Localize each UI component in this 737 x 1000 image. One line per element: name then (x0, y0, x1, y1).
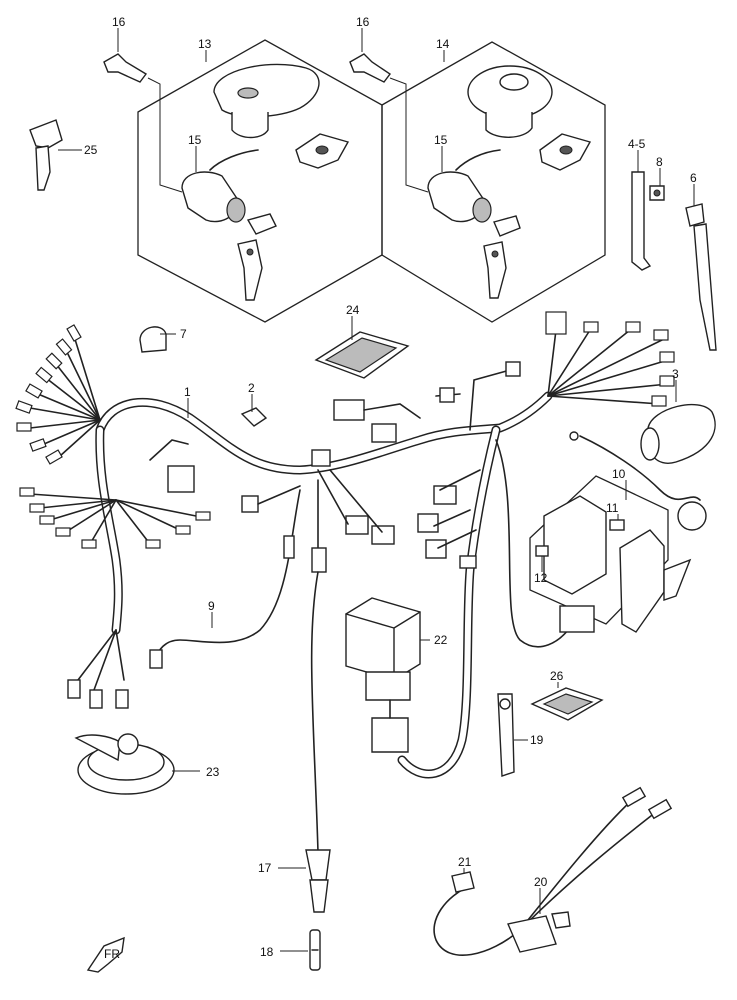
screw-16-right (349, 53, 392, 83)
callout-26: 26 (550, 669, 564, 683)
callout-15-left: 15 (188, 133, 202, 147)
bolt-8 (649, 185, 665, 201)
callout-4-5: 4-5 (628, 137, 646, 151)
bracket-4-5 (631, 171, 652, 271)
callout-labels: 16 16 13 14 15 15 25 4-5 8 6 7 24 1 2 3 … (84, 15, 697, 959)
callout-6: 6 (690, 171, 697, 185)
ignition-switch-kit-13 (137, 39, 383, 323)
ignition-coil-3 (640, 403, 716, 464)
screw-21 (451, 871, 475, 893)
callout-3: 3 (672, 367, 679, 381)
callout-8: 8 (656, 155, 663, 169)
key-blank-25 (29, 119, 63, 191)
cable-tie-6 (685, 203, 717, 351)
switch-lead-20 (433, 786, 673, 956)
screw-16-left (103, 53, 148, 83)
washer-12 (535, 545, 549, 557)
front-direction-arrow: FR (86, 936, 125, 973)
ignition-switch-kit-14 (381, 41, 606, 323)
callout-24: 24 (346, 303, 360, 317)
callout-16-left: 16 (112, 15, 126, 29)
callout-2: 2 (248, 381, 255, 395)
clip-2 (240, 407, 268, 427)
callout-25: 25 (84, 143, 98, 157)
main-wiring-harness-1 (15, 311, 701, 779)
callout-16-right: 16 (356, 15, 370, 29)
callout-19: 19 (530, 733, 544, 747)
callout-17: 17 (258, 861, 272, 875)
callout-leaders (58, 28, 695, 952)
clamp-19 (497, 693, 515, 777)
callout-21: 21 (458, 855, 472, 869)
callout-22: 22 (434, 633, 448, 647)
callout-18: 18 (260, 945, 274, 959)
regulator-10 (529, 475, 707, 633)
callout-7: 7 (180, 327, 187, 341)
callout-20: 20 (534, 875, 548, 889)
screw-11 (609, 519, 625, 531)
callout-23: 23 (206, 765, 220, 779)
callout-9: 9 (208, 599, 215, 613)
fr-arrow-label: FR (104, 947, 120, 961)
callout-10: 10 (612, 467, 626, 481)
sensor-lead-9 (149, 489, 301, 669)
callout-11: 11 (606, 501, 619, 515)
callout-12: 12 (534, 571, 548, 585)
tape-26 (530, 687, 604, 721)
clamp-7 (139, 326, 167, 353)
callout-15-right: 15 (434, 133, 448, 147)
sensor-17 (305, 479, 331, 913)
fuse-18 (309, 929, 321, 971)
callout-14: 14 (436, 37, 450, 51)
callout-1: 1 (184, 385, 191, 399)
relay-22 (345, 597, 421, 753)
horn-23 (74, 733, 175, 795)
tape-24 (314, 331, 410, 379)
callout-13: 13 (198, 37, 212, 51)
